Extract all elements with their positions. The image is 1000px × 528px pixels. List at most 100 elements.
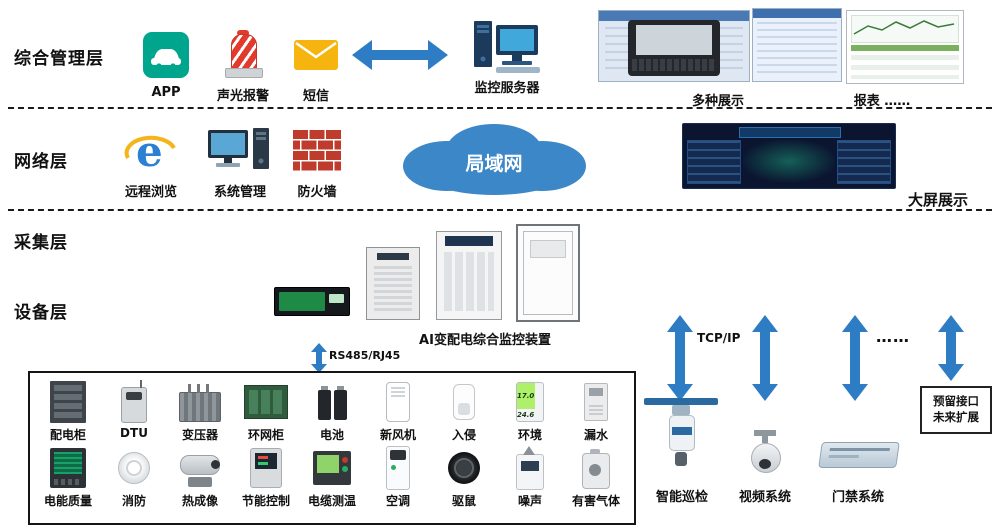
- device-label: DTU: [120, 426, 148, 440]
- tcpip-arrow-3-icon: [842, 315, 868, 401]
- patrol-trolley: [672, 405, 690, 415]
- noise-sensor-icon: [516, 446, 544, 490]
- device-label: 驱鼠: [451, 494, 476, 508]
- reserved-line-2: 未来扩展: [933, 410, 979, 424]
- battery-icon: [317, 386, 347, 420]
- alarm-body: [231, 34, 257, 70]
- workstation-icon: [208, 128, 269, 169]
- patrol-body: [669, 415, 695, 451]
- device-label: 电能质量: [43, 494, 92, 508]
- multi-display-label: 多种展示: [691, 94, 744, 109]
- sysman-icon-wrap: [208, 124, 272, 178]
- lan-cloud-icon: 局域网: [403, 124, 586, 195]
- camera-arm: [754, 430, 776, 436]
- water-leak-icon: [584, 383, 608, 421]
- firewall-brick-icon: [293, 130, 341, 171]
- app-node: APP: [134, 28, 198, 100]
- video-camera-icon: [740, 430, 790, 482]
- reserved-line-1: 预留接口: [933, 394, 979, 409]
- camera-neck: [762, 436, 768, 443]
- patrol-camera: [675, 452, 687, 466]
- device-transformer: 变压器: [168, 379, 232, 443]
- distribution-cabinet-icon: [50, 381, 86, 423]
- firewall-node: 防火墙: [286, 124, 348, 200]
- big-screen-map: [743, 140, 835, 182]
- environment-display: 17.0 24.6: [517, 383, 535, 419]
- energy-control-icon: [250, 448, 282, 488]
- power-quality-icon: [50, 448, 86, 488]
- device-power-quality: 电能质量: [36, 445, 100, 509]
- device-distribution-cabinet: 配电柜: [36, 379, 100, 443]
- alarm-label: 声光报警: [216, 89, 269, 104]
- device-label: 节能控制: [241, 494, 290, 508]
- environment-sensor-icon: 17.0 24.6: [516, 382, 544, 422]
- remote-browse-label: 远程浏览: [124, 185, 177, 200]
- alarm-icon-wrap: [223, 28, 263, 82]
- table-ui-thumbnail: [752, 8, 842, 82]
- big-screen-titlebar: [739, 127, 841, 138]
- server-icon-wrap: [472, 20, 542, 74]
- device-box: 配电柜 DTU 变压器 环网柜 电池 新风机: [28, 371, 636, 525]
- device-air-conditioner: 空调: [366, 445, 430, 509]
- device-label: 噪声: [517, 494, 542, 508]
- device-label: 电缆测温: [307, 494, 356, 508]
- device-fresh-air-unit: 新风机: [366, 379, 430, 443]
- sms-node: 短信: [284, 28, 348, 104]
- device-environment-sensor: 17.0 24.6 环境: [498, 379, 562, 443]
- horizontal-double-arrow-icon: [352, 40, 448, 70]
- envelope-icon: [294, 40, 338, 70]
- device-intrusion-sensor: 入侵: [432, 379, 496, 443]
- multi-display-screenshot: [598, 8, 842, 84]
- transformer-icon: [179, 384, 221, 422]
- device-label: 新风机: [379, 428, 416, 442]
- sms-label: 短信: [302, 89, 329, 104]
- device-label: 有害气体: [571, 494, 620, 508]
- patrol-label: 智能巡检: [655, 490, 708, 505]
- smoke-detector-icon: [118, 452, 150, 484]
- server-computer-icon: [474, 21, 540, 73]
- device-label: 环网柜: [247, 428, 284, 442]
- device-cable-temperature: 电缆测温: [300, 445, 364, 509]
- reserved-interface-box: 预留接口 未来扩展: [920, 386, 992, 434]
- system-management-label: 系统管理: [213, 185, 266, 200]
- ring-main-unit-icon: [244, 385, 288, 419]
- device-label: 环境: [517, 428, 542, 442]
- divider-management-network: [8, 107, 992, 109]
- access-label: 门禁系统: [831, 490, 884, 505]
- env-humidity: 24.6: [517, 411, 535, 419]
- alarm-icon: [223, 30, 263, 80]
- rodent-repeller-icon: [448, 452, 480, 484]
- lan-cloud-label: 局域网: [465, 152, 522, 175]
- device-ring-main-unit: 环网柜: [234, 379, 298, 443]
- smart-patrol-robot-icon: [644, 398, 718, 484]
- device-row-2: 电能质量 消防 热成像 节能控制 电缆测温 空调: [36, 445, 628, 509]
- sound-light-alarm-node: 声光报警: [208, 28, 278, 104]
- app-icon: [143, 32, 189, 78]
- big-screen-left-panel: [687, 140, 741, 184]
- remote-browse-node: e 远程浏览: [120, 124, 182, 200]
- report-chart-thumbnail: [851, 15, 959, 43]
- divider-network-collection: [8, 209, 992, 211]
- device-label: 热成像: [181, 494, 218, 508]
- ie-browser-icon: e: [124, 127, 178, 176]
- control-cabinet-medium: [436, 231, 502, 320]
- device-harmful-gas-sensor: 有害气体: [564, 445, 628, 509]
- firewall-label: 防火墙: [297, 185, 337, 200]
- ai-device-label: AI变配电综合监控装置: [419, 333, 551, 348]
- cable-temperature-icon: [313, 451, 351, 485]
- device-water-leak-sensor: 漏水: [564, 379, 628, 443]
- device-rodent-repeller: 驱鼠: [432, 445, 496, 509]
- device-energy-saving-control: 节能控制: [234, 445, 298, 509]
- tcpip-label: TCP/IP: [697, 331, 741, 345]
- thermal-camera-icon: [178, 449, 222, 487]
- alarm-base: [225, 68, 263, 78]
- rs485-double-arrow-icon: [311, 343, 327, 373]
- layer-label-management: 综合管理层: [14, 49, 104, 69]
- video-label: 视频系统: [738, 490, 791, 505]
- device-label: 消防: [121, 494, 146, 508]
- device-fire-detector: 消防: [102, 445, 166, 509]
- device-thermal-imaging: 热成像: [168, 445, 232, 509]
- device-noise-sensor: 噪声: [498, 445, 562, 509]
- intrusion-sensor-icon: [453, 384, 475, 420]
- layer-label-collection: 采集层: [14, 233, 68, 253]
